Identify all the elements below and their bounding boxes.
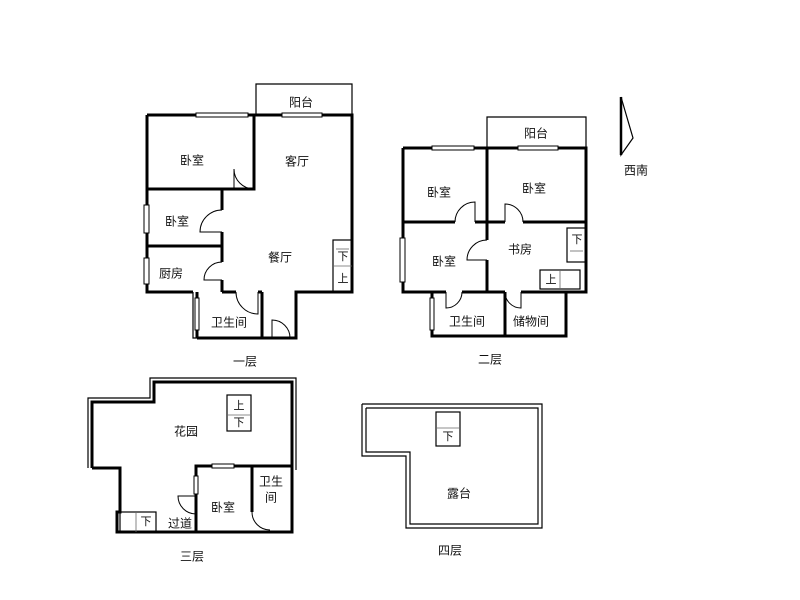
f3-corridor-label: 过道 xyxy=(168,517,192,531)
f3-corridor-stairs xyxy=(119,511,157,533)
f4-stairs xyxy=(435,411,461,447)
f4-stairs-down: 下 xyxy=(443,430,454,443)
f3-bathroom-label-1: 卫生 xyxy=(259,475,283,489)
f3-door-bath xyxy=(251,511,271,531)
compass: 西南 xyxy=(619,96,648,178)
f2-bedroom-b-label: 卧室 xyxy=(522,181,546,196)
f3-wall-outer xyxy=(246,466,294,534)
f1-kitchen-label: 厨房 xyxy=(159,266,183,281)
floor-1: 下 上 阳台 客厅 卧室 卧室 厨房 餐厅 卫生间 一层 xyxy=(143,83,354,369)
f4-terrace-label: 露台 xyxy=(447,486,471,501)
f3-door-bed xyxy=(177,495,197,515)
f3-stairs-down-small: 下 xyxy=(141,515,152,528)
f3-parapet xyxy=(87,377,297,470)
f1-stairs-down: 下 xyxy=(338,250,349,263)
f1-balcony-outline xyxy=(255,83,353,115)
compass-label: 西南 xyxy=(624,163,648,178)
f3-stairs-down: 下 xyxy=(234,416,245,429)
f2-wall-outer xyxy=(401,146,588,338)
f1-bedroom-a-label: 卧室 xyxy=(180,153,204,168)
f2-balcony-label: 阳台 xyxy=(524,126,548,141)
f1-balcony-window xyxy=(281,112,323,118)
f4-caption: 四层 xyxy=(438,544,462,558)
floor-3: 上 下 下 花园 卧室 卫生 间 过道 三层 xyxy=(87,377,297,564)
f2-balcony-window xyxy=(517,145,559,151)
f3-bedroom-label: 卧室 xyxy=(211,500,235,515)
f1-interior xyxy=(234,115,256,191)
floor-2: 下 上 阳台 卧室 卧室 卧室 书房 卫生间 储物间 二层 xyxy=(399,116,588,367)
f1-wall-left xyxy=(145,115,193,294)
f3-bed-wall xyxy=(194,464,212,532)
f3-window-side xyxy=(193,475,199,495)
f1-door-living xyxy=(233,168,255,190)
f2-study-label: 书房 xyxy=(508,242,532,257)
f1-door-entry xyxy=(271,319,291,339)
f2-stairs-down-label: 下 xyxy=(572,233,583,246)
f4-parapet xyxy=(361,403,543,529)
f1-bathroom-label: 卫生间 xyxy=(211,316,247,330)
f1-window-left xyxy=(143,204,150,234)
f4-terrace-outline xyxy=(365,407,539,525)
f1-door-kitchen xyxy=(203,261,223,281)
f1-caption: 一层 xyxy=(233,355,257,369)
f3-caption: 三层 xyxy=(180,550,204,564)
f2-caption: 二层 xyxy=(478,353,502,367)
f1-door-bed xyxy=(199,209,223,233)
f1-living-label: 客厅 xyxy=(285,154,309,169)
f1-stairs-up: 上 xyxy=(338,272,349,285)
f2-door xyxy=(504,291,522,309)
f2-window-left xyxy=(399,237,406,283)
f2-door xyxy=(445,291,463,309)
f1-balcony-label: 阳台 xyxy=(289,95,313,110)
f2-bedroom-c-label: 卧室 xyxy=(432,254,456,269)
f2-bedroom-a-label: 卧室 xyxy=(427,185,451,200)
floor-4: 下 露台 四层 xyxy=(361,403,543,558)
f3-window xyxy=(211,463,235,469)
f2-window-bath xyxy=(429,297,435,331)
f1-window-top xyxy=(195,112,249,118)
f2-bathroom-label: 卫生间 xyxy=(449,315,485,329)
f1-window-bath xyxy=(194,297,200,331)
f3-stairs-up: 上 xyxy=(234,399,245,412)
f1-wall-outer xyxy=(262,113,354,340)
compass-arrow-icon xyxy=(620,96,634,157)
f2-door xyxy=(454,201,476,223)
f2-stairs-down xyxy=(566,227,587,263)
f1-bedroom-b-label: 卧室 xyxy=(165,214,189,229)
f1-door-bath xyxy=(235,291,259,315)
f3-bathroom-label-2: 间 xyxy=(265,491,277,505)
f3-garden-label: 花园 xyxy=(174,424,198,439)
f2-stairs-up-label: 上 xyxy=(546,273,557,286)
f3-wall-outer xyxy=(90,380,294,468)
f2-door xyxy=(466,239,488,261)
f1-window-left xyxy=(143,257,150,285)
f2-window-top xyxy=(431,145,475,151)
f2-storage-label: 储物间 xyxy=(513,314,549,329)
f2-balcony-outline xyxy=(486,116,587,148)
f3-stairs xyxy=(226,394,252,432)
f1-dining-label: 餐厅 xyxy=(268,250,292,265)
f2-door xyxy=(504,203,524,223)
